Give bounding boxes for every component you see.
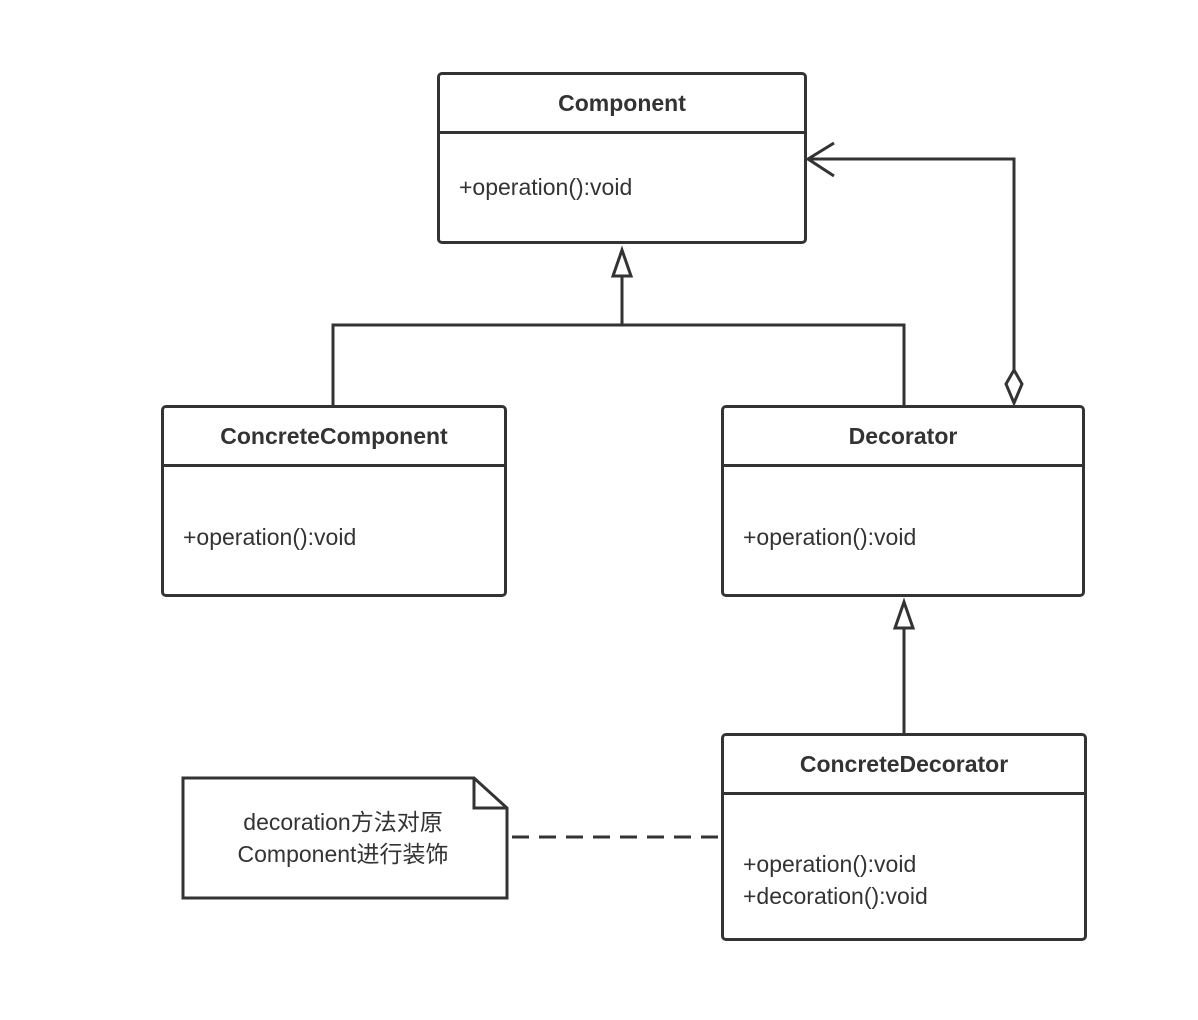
operation-decorator-0: +operation():void (743, 524, 917, 550)
aggregation-diamond (1004, 366, 1024, 407)
note[interactable]: decoration方法对原 Component进行装饰 (183, 806, 503, 870)
note-fold (472, 778, 507, 810)
aggregation-line (808, 157, 1016, 370)
generalization-line-decorator (622, 323, 906, 405)
generalization-arrowhead-decorator (892, 597, 916, 630)
class-name-decorator: Decorator (724, 408, 1082, 467)
class-name-component: Component (440, 75, 804, 134)
class-concrete-component[interactable]: ConcreteComponent +operation():void (161, 405, 507, 597)
operation-concrete-decorator-1: +decoration():void (743, 883, 928, 909)
class-concrete-decorator[interactable]: ConcreteDecorator +operation():void +dec… (721, 733, 1087, 941)
note-line-0: decoration方法对原 (243, 809, 443, 835)
note-line-1: Component进行装饰 (237, 841, 449, 867)
class-decorator[interactable]: Decorator +operation():void (721, 405, 1085, 597)
class-name-concrete-component: ConcreteComponent (164, 408, 504, 467)
operation-concrete-component-0: +operation():void (183, 524, 357, 550)
class-name-concrete-decorator: ConcreteDecorator (724, 736, 1084, 795)
generalization-line-concrete-component (331, 323, 622, 405)
class-component[interactable]: Component +operation():void (437, 72, 807, 244)
operation-concrete-decorator-0: +operation():void (743, 851, 917, 877)
generalization-arrowhead-component (610, 245, 634, 278)
operation-component-0: +operation():void (459, 174, 633, 200)
aggregation-arrowhead (805, 141, 835, 178)
note-border (181, 776, 509, 900)
